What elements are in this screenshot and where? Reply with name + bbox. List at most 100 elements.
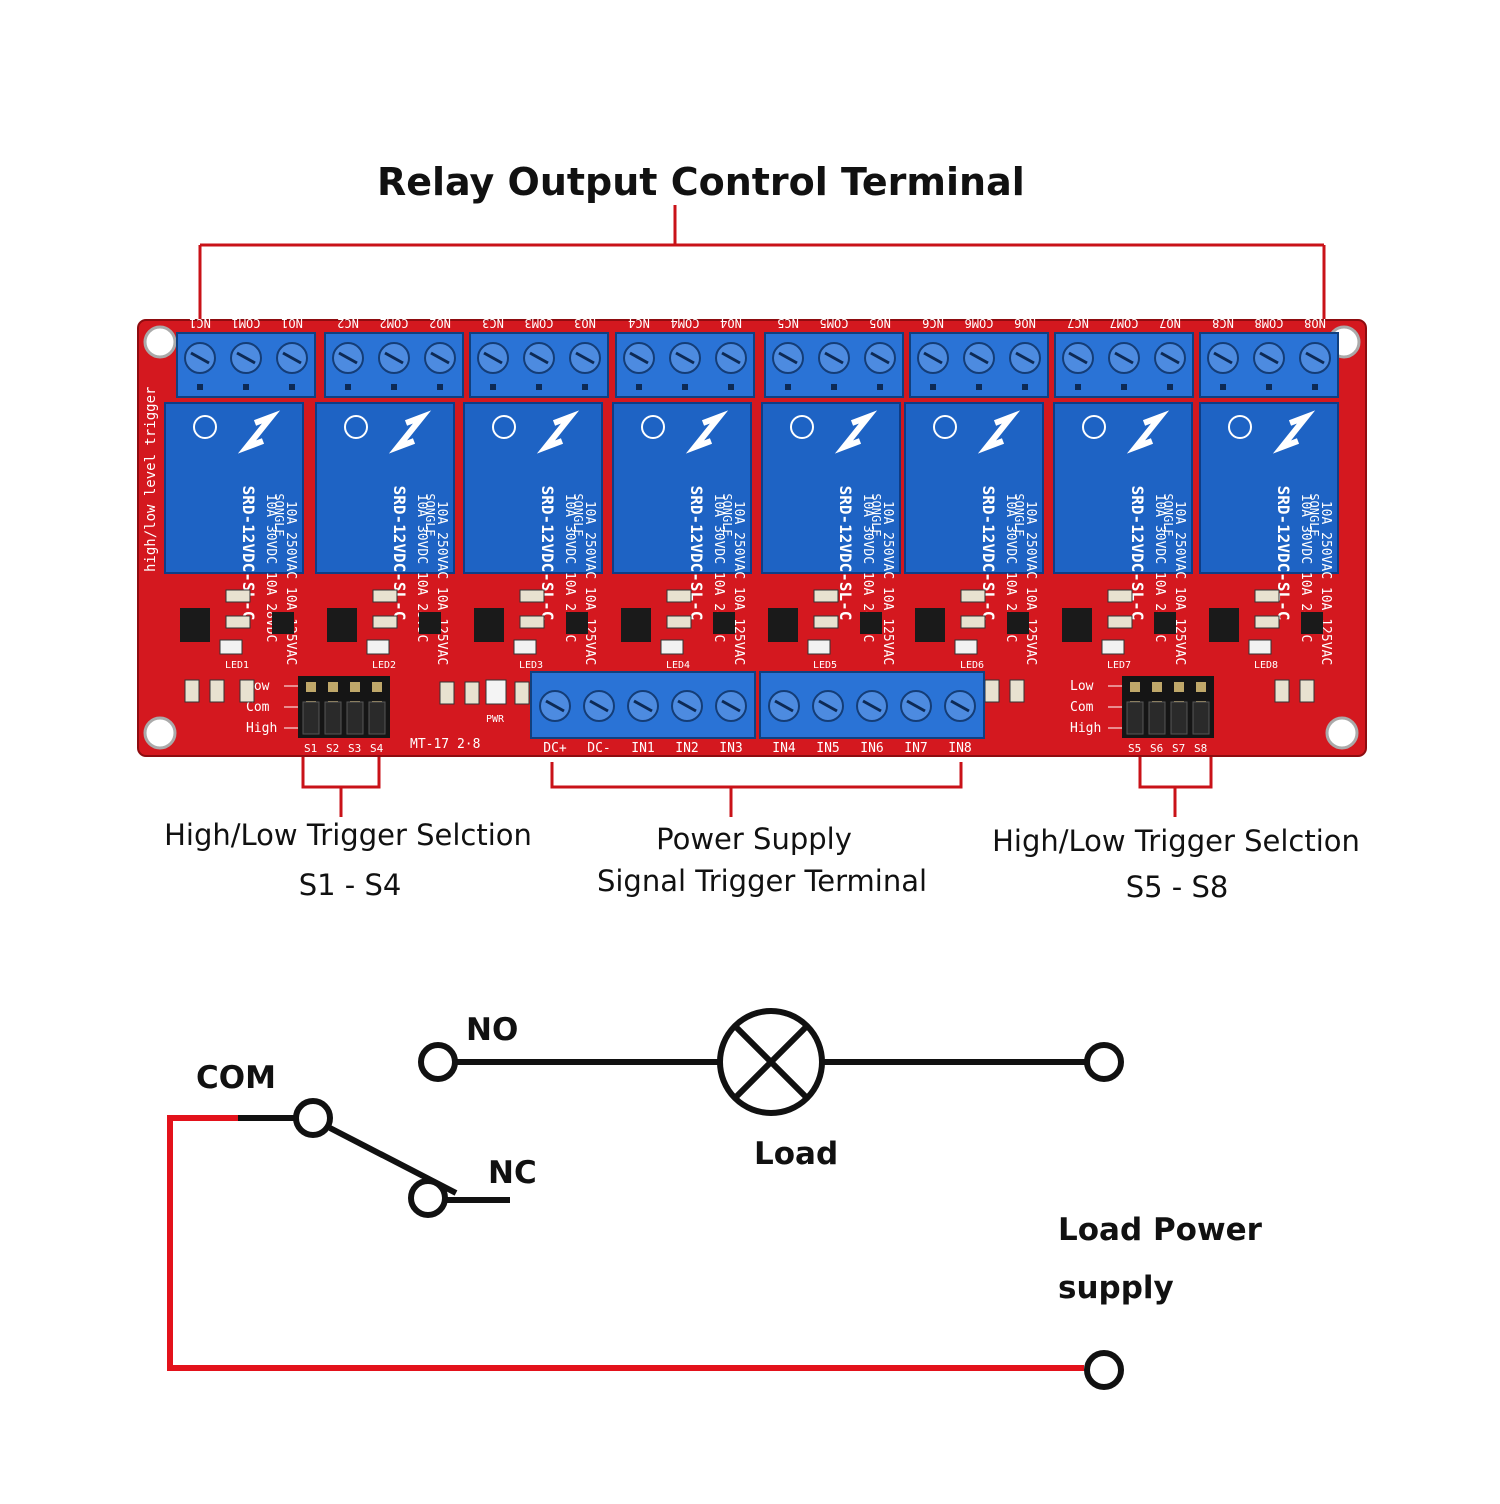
relay-model: SRD-12VDC-SL-C	[1128, 486, 1147, 621]
load-label: Load	[754, 1136, 839, 1172]
relay-body	[904, 402, 1044, 574]
relay-brand: SONGLE	[571, 493, 585, 536]
jumper-row-com: Com	[1070, 700, 1094, 715]
relay-model: SRD-12VDC-SL-C	[1274, 486, 1293, 621]
terminal-label-com2: COM2	[380, 316, 409, 330]
input-label-in5: IN5	[816, 741, 839, 756]
header-pin	[306, 682, 316, 692]
screw-slot	[338, 351, 358, 365]
jumper-label-s5: S5	[1128, 742, 1141, 755]
no-contact	[418, 1042, 458, 1082]
terminal-label-nc6: NC6	[922, 316, 944, 330]
left-trigger-range: S1 - S4	[298, 868, 402, 902]
screw-slot	[721, 699, 741, 713]
load-power-label: Load Power	[1058, 1212, 1262, 1248]
terminal-hole	[490, 384, 496, 390]
com-contact	[293, 1098, 333, 1138]
screw-slot	[675, 351, 695, 365]
supply-terminal-top	[1084, 1042, 1124, 1082]
optocoupler-chip	[474, 608, 504, 642]
jumper-cap	[302, 701, 320, 735]
jumper-label-s1: S1	[304, 742, 317, 755]
terminal-hole	[1266, 384, 1272, 390]
transistor	[1301, 612, 1323, 634]
screw-slot	[1160, 351, 1180, 365]
jumper-cap	[346, 701, 364, 735]
transistor	[1154, 612, 1176, 634]
screw-slot	[483, 351, 503, 365]
relay-model: SRD-12VDC-SL-C	[836, 486, 855, 621]
lamp-cross-icon	[732, 1023, 810, 1101]
terminal-label-no3: NO3	[574, 316, 596, 330]
relay-body	[761, 402, 901, 574]
input-label-in8: IN8	[948, 741, 971, 756]
optocoupler-chip	[768, 608, 798, 642]
power-supply-label: Power Supply	[656, 822, 852, 856]
smd-capacitor	[209, 679, 225, 703]
terminal-hole	[391, 384, 397, 390]
relay-body	[164, 402, 304, 574]
ccc-mark-icon	[492, 415, 516, 439]
led-label-1: LED1	[225, 660, 249, 671]
terminal-hole	[345, 384, 351, 390]
terminal-hole	[636, 384, 642, 390]
smd-resistor	[225, 615, 251, 629]
header-pin	[328, 682, 338, 692]
jumper-cap	[324, 701, 342, 735]
transistor	[272, 612, 294, 634]
diagram-title: Relay Output Control Terminal	[377, 160, 1025, 204]
screw-slot	[774, 699, 794, 713]
screw-slot	[1305, 351, 1325, 365]
terminal-hole	[1022, 384, 1028, 390]
input-label-in2: IN2	[675, 741, 698, 756]
smd-capacitor	[239, 679, 255, 703]
terminal-label-nc2: NC2	[337, 316, 359, 330]
smd-resistor	[372, 589, 398, 603]
relay-body	[463, 402, 603, 574]
jumper-row-low: Low	[1070, 679, 1094, 694]
header-pin	[1152, 682, 1162, 692]
power-led	[485, 679, 507, 705]
terminal-label-nc8: NC8	[1212, 316, 1234, 330]
supply-terminal-bottom	[1084, 1350, 1124, 1390]
songle-logo-icon	[536, 410, 580, 454]
terminal-hole	[976, 384, 982, 390]
jumper-row-high: High	[1070, 721, 1101, 736]
screw-slot	[589, 699, 609, 713]
smd-resistor	[225, 589, 251, 603]
terminal-hole	[1075, 384, 1081, 390]
status-led	[366, 639, 390, 655]
relay-rating-2: 10A 30VDC 10A 28VDC	[860, 494, 875, 643]
relay-rating-2: 10A 30VDC 10A 28VDC	[1298, 494, 1313, 643]
led-label-5: LED5	[813, 660, 837, 671]
optocoupler-chip	[327, 608, 357, 642]
terminal-hole	[197, 384, 203, 390]
terminal-label-no7: NO7	[1159, 316, 1181, 330]
smd-capacitor	[1009, 679, 1025, 703]
smd-capacitor	[464, 681, 480, 705]
header-pin	[1130, 682, 1140, 692]
screw-slot	[575, 351, 595, 365]
status-led	[1101, 639, 1125, 655]
optocoupler-chip	[180, 608, 210, 642]
callout-line	[1138, 757, 1213, 789]
terminal-hole	[877, 384, 883, 390]
smd-capacitor	[439, 681, 455, 705]
terminal-label-nc3: NC3	[482, 316, 504, 330]
screw-slot	[818, 699, 838, 713]
jumper-cap	[1192, 701, 1210, 735]
smd-capacitor	[1274, 679, 1290, 703]
nc-label: NC	[488, 1155, 537, 1191]
right-trigger-label: High/Low Trigger Selction	[992, 824, 1360, 858]
callout-brackets	[198, 205, 1326, 817]
smd-resistor	[1107, 615, 1133, 629]
input-label-in7: IN7	[904, 741, 927, 756]
relay-body	[612, 402, 752, 574]
relay-body	[1199, 402, 1339, 574]
